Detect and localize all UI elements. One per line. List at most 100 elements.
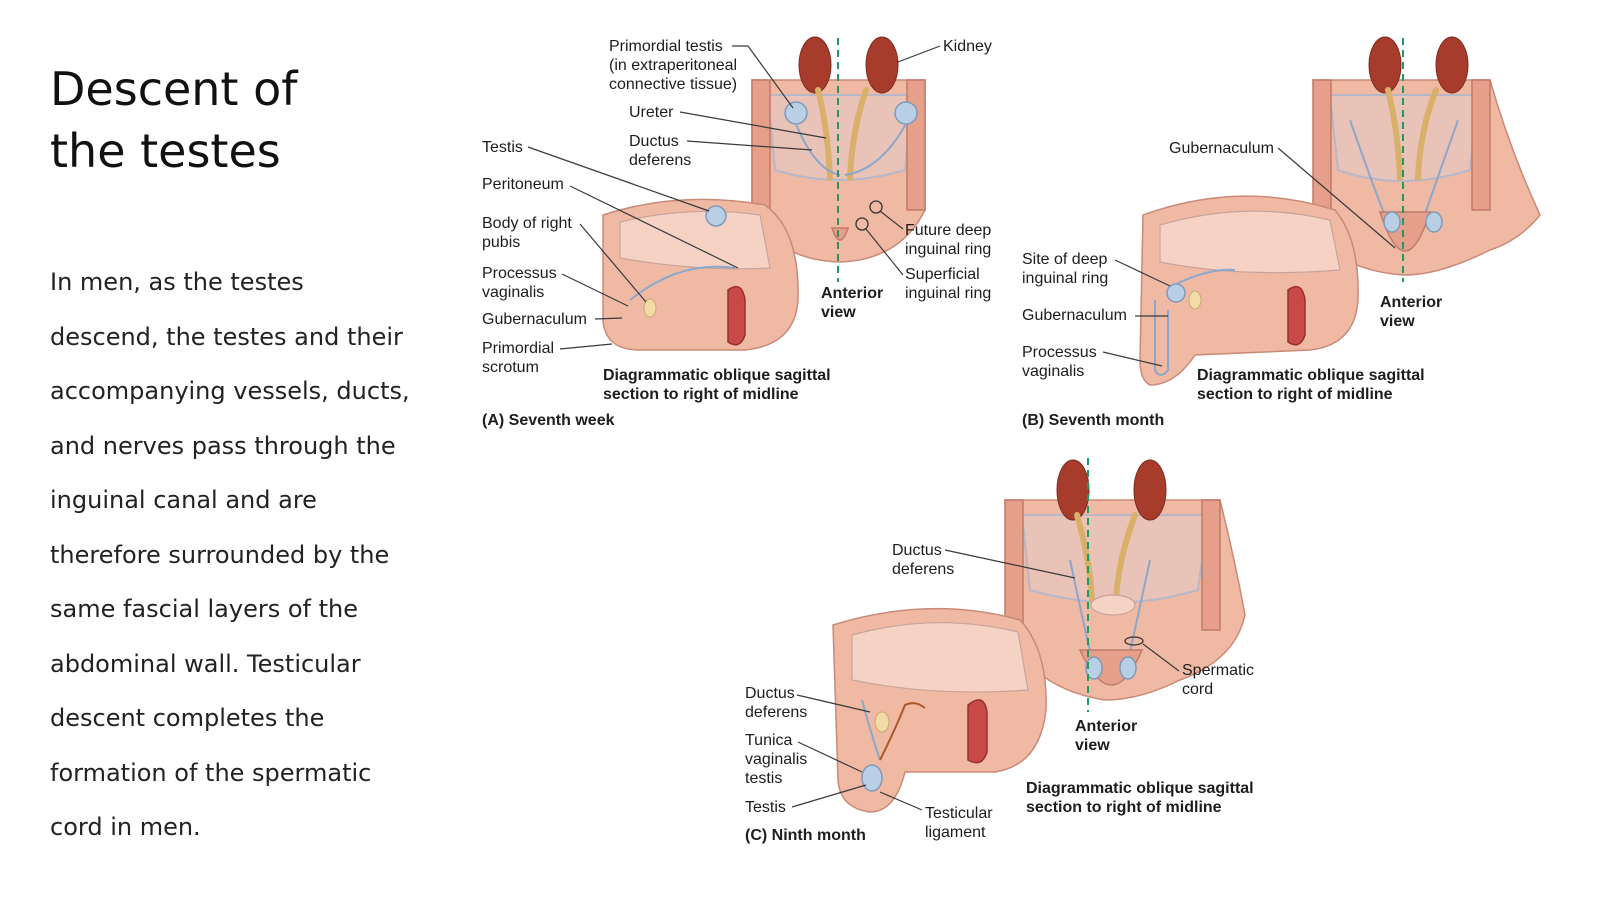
- panel-a-label-future-deep-ring: Future deep inguinal ring: [879, 210, 991, 258]
- panel-a: Primordial testis (in extraperitoneal co…: [482, 36, 992, 429]
- svg-text:inguinal ring: inguinal ring: [905, 241, 991, 258]
- svg-text:Testis: Testis: [745, 799, 786, 816]
- slide-title: Descent of the testes: [50, 58, 297, 182]
- panel-a-label-ureter: Ureter: [629, 104, 827, 139]
- svg-text:connective tissue): connective tissue): [609, 76, 737, 93]
- svg-text:Spermatic: Spermatic: [1182, 662, 1254, 679]
- body-line: and nerves pass through the: [50, 431, 396, 460]
- svg-text:Site of deep: Site of deep: [1022, 251, 1108, 268]
- slide-title-line-2: the testes: [50, 124, 281, 178]
- panel-c-label-tunica-vaginalis: Tunica vaginalis testis: [745, 732, 863, 787]
- body-line: same fascial layers of the: [50, 595, 359, 623]
- svg-text:testis: testis: [745, 770, 782, 787]
- testes-descent-diagram: Primordial testis (in extraperitoneal co…: [482, 36, 1541, 844]
- svg-text:Tunica: Tunica: [745, 732, 793, 749]
- svg-text:Anterior: Anterior: [821, 285, 883, 302]
- panel-c-label-spermatic-cord: Spermatic cord: [1142, 643, 1254, 698]
- panel-c-label-testis: Testis: [745, 784, 867, 816]
- panel-c-caption: (C) Ninth month: [745, 827, 866, 844]
- svg-text:inguinal ring: inguinal ring: [1022, 270, 1108, 287]
- svg-text:cord: cord: [1182, 681, 1213, 698]
- panel-a-section-note: Diagrammatic oblique sagittal section to…: [603, 367, 831, 403]
- svg-text:Peritoneum: Peritoneum: [482, 176, 564, 193]
- panel-a-sagittal-section-illustration: [602, 198, 799, 351]
- panel-b: Gubernaculum Site of deep inguinal ring …: [1022, 36, 1541, 429]
- panel-a-anterior-view-illustration: [751, 36, 926, 282]
- svg-text:vaginalis: vaginalis: [745, 751, 807, 768]
- panel-a-label-anterior-view: Anterior view: [821, 285, 883, 321]
- panel-a-label-kidney: Kidney: [897, 38, 992, 63]
- panel-a-label-peritoneum: Peritoneum: [482, 176, 739, 269]
- svg-text:scrotum: scrotum: [482, 359, 539, 376]
- panel-b-label-anterior-view: Anterior view: [1380, 294, 1442, 330]
- body-line: accompanying vessels, ducts,: [50, 377, 410, 405]
- slide-body-text: In men, as the testes descend, the teste…: [50, 255, 420, 855]
- panel-a-label-primordial-testis: Primordial testis (in extraperitoneal co…: [609, 38, 794, 109]
- svg-text:Body of right: Body of right: [482, 215, 572, 232]
- svg-text:vaginalis: vaginalis: [482, 284, 544, 301]
- panel-a-label-ductus-deferens: Ductus deferens: [629, 133, 813, 169]
- panel-a-label-processus-vaginalis: Processus vaginalis: [482, 265, 629, 307]
- panel-a-caption: (A) Seventh week: [482, 412, 615, 429]
- svg-text:view: view: [1075, 737, 1110, 754]
- svg-text:deferens: deferens: [745, 704, 807, 721]
- panel-b-label-gubernaculum: Gubernaculum: [1022, 307, 1168, 324]
- body-line: abdominal wall. Testicular: [50, 649, 361, 678]
- svg-text:Diagrammatic oblique sagittal: Diagrammatic oblique sagittal: [1197, 367, 1425, 384]
- panel-a-label-gubernaculum: Gubernaculum: [482, 311, 623, 328]
- panel-a-label-primordial-scrotum: Primordial scrotum: [482, 340, 613, 376]
- panel-b-caption: (B) Seventh month: [1022, 412, 1164, 429]
- svg-text:Ductus: Ductus: [892, 542, 942, 559]
- svg-text:Gubernaculum: Gubernaculum: [1169, 140, 1274, 157]
- panel-b-label-gubernaculum-top: Gubernaculum: [1169, 140, 1396, 249]
- svg-text:Superficial: Superficial: [905, 266, 980, 283]
- body-line: inguinal canal and are: [50, 486, 317, 514]
- anatomy-figure: Primordial testis (in extraperitoneal co…: [470, 20, 1600, 890]
- svg-text:deferens: deferens: [629, 152, 691, 169]
- svg-text:Processus: Processus: [1022, 344, 1097, 361]
- svg-text:Primordial: Primordial: [482, 340, 554, 357]
- svg-text:Primordial testis: Primordial testis: [609, 38, 723, 55]
- slide-title-line-1: Descent of: [50, 62, 298, 116]
- svg-text:view: view: [1380, 313, 1415, 330]
- svg-text:section to right of midline: section to right of midline: [1197, 386, 1393, 403]
- body-line: formation of the spermatic: [50, 758, 372, 787]
- svg-text:Anterior: Anterior: [1075, 718, 1137, 735]
- panel-c-section-note: Diagrammatic oblique sagittal section to…: [1026, 780, 1254, 816]
- svg-text:Diagrammatic oblique sagittal: Diagrammatic oblique sagittal: [1026, 780, 1254, 797]
- svg-text:Testis: Testis: [482, 139, 523, 156]
- panel-c-sagittal-section-illustration: [832, 607, 1047, 813]
- svg-text:Kidney: Kidney: [943, 38, 992, 55]
- panel-b-label-site-deep-ring: Site of deep inguinal ring: [1022, 251, 1171, 287]
- body-line: descend, the testes and their: [50, 322, 403, 351]
- svg-text:Gubernaculum: Gubernaculum: [1022, 307, 1127, 324]
- svg-text:Testicular: Testicular: [925, 805, 993, 822]
- panel-c-label-ductus-deferens-top: Ductus deferens: [892, 542, 1076, 579]
- panel-b-sagittal-section-illustration: [1139, 195, 1359, 386]
- svg-text:section to right of midline: section to right of midline: [1026, 799, 1222, 816]
- svg-text:ligament: ligament: [925, 824, 986, 841]
- svg-text:Ductus: Ductus: [745, 685, 795, 702]
- svg-text:Future deep: Future deep: [905, 222, 991, 239]
- body-line: therefore surrounded by the: [50, 540, 390, 569]
- svg-text:Ductus: Ductus: [629, 133, 679, 150]
- panel-a-label-testis: Testis: [482, 139, 710, 212]
- panel-a-label-body-of-right-pubis: Body of right pubis: [482, 215, 647, 303]
- svg-text:Gubernaculum: Gubernaculum: [482, 311, 587, 328]
- body-line: cord in men.: [50, 813, 201, 841]
- svg-text:vaginalis: vaginalis: [1022, 363, 1084, 380]
- panel-c-label-ductus-deferens: Ductus deferens: [745, 685, 871, 721]
- panel-b-label-processus-vaginalis: Processus vaginalis: [1022, 344, 1163, 380]
- panel-c-anterior-view-illustration: [1004, 458, 1246, 712]
- svg-text:Anterior: Anterior: [1380, 294, 1442, 311]
- svg-text:(in extraperitoneal: (in extraperitoneal: [609, 57, 737, 74]
- svg-text:view: view: [821, 304, 856, 321]
- svg-text:pubis: pubis: [482, 234, 520, 251]
- body-line: In men, as the testes: [50, 268, 304, 296]
- panel-b-section-note: Diagrammatic oblique sagittal section to…: [1197, 367, 1425, 403]
- svg-text:Diagrammatic oblique sagittal: Diagrammatic oblique sagittal: [603, 367, 831, 384]
- svg-text:deferens: deferens: [892, 561, 954, 578]
- panel-c-label-anterior-view: Anterior view: [1075, 718, 1137, 754]
- panel-c: Ductus deferens Ductus deferens Tunica v…: [745, 458, 1254, 844]
- panel-a-label-superficial-ring: Superficial inguinal ring: [865, 228, 991, 302]
